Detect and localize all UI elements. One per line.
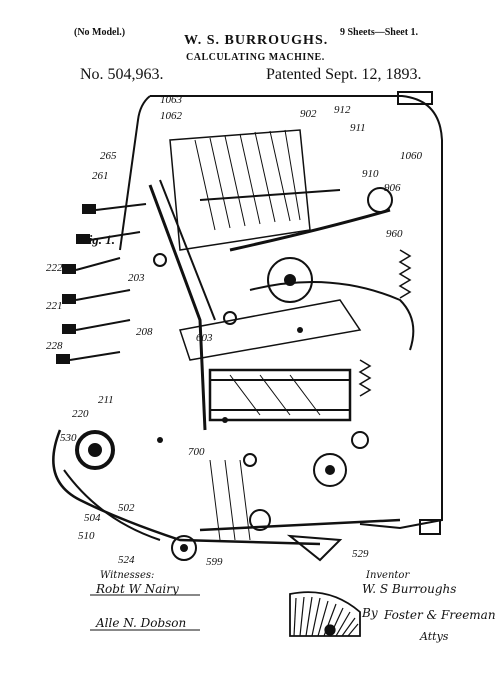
ref-numeral: 960 (386, 228, 403, 240)
ref-numeral: 911 (350, 122, 366, 134)
ref-numeral: 524 (118, 554, 135, 566)
inventor-label: Inventor (366, 570, 410, 581)
invention-title: CALCULATING MACHINE. (186, 52, 325, 63)
ref-numeral: 910 (362, 168, 379, 180)
casing-outline (150, 95, 443, 530)
ref-numeral: 530 (60, 432, 77, 444)
detail-figure (289, 591, 361, 637)
ref-numeral: 228 (46, 340, 63, 352)
ref-numeral: 510 (78, 530, 95, 542)
ref-numeral: 222 (46, 262, 63, 274)
inventor-signature: W. S Burroughs (362, 582, 457, 596)
attorney-signature: Foster & Freeman (384, 608, 496, 622)
witness-signature-1: Robt W Nairy (96, 582, 179, 596)
witnesses-label: Witnesses: (100, 570, 155, 581)
sheet-count: 9 Sheets—Sheet 1. (340, 27, 419, 38)
attorneys-label: Attys (420, 630, 449, 643)
ref-numeral: 906 (384, 182, 401, 194)
ref-numeral: 1062 (160, 110, 182, 122)
ref-numeral: 603 (196, 332, 213, 344)
ref-numeral: 1060 (400, 150, 422, 162)
no-model-note: (No Model.) (74, 27, 126, 38)
ref-numeral: 502 (118, 502, 135, 514)
ref-numeral: 912 (334, 104, 351, 116)
patent-number: No. 504,963. (80, 66, 164, 83)
cylinder (208, 368, 352, 422)
patent-date: Patented Sept. 12, 1893. (266, 66, 422, 83)
ref-numeral: 902 (300, 108, 317, 120)
ref-numeral: 1063 (160, 94, 182, 106)
inventor-heading: W. S. BURROUGHS. (184, 33, 329, 48)
ref-numeral: 265 (100, 150, 117, 162)
ref-numeral: 208 (136, 326, 153, 338)
ref-numeral: 220 (72, 408, 89, 420)
by-label: By (362, 606, 378, 620)
ref-numeral: 599 (206, 556, 223, 568)
ref-numeral: 700 (188, 446, 205, 458)
figure-label: Fig. 1. (80, 232, 116, 247)
ref-numeral: 504 (84, 512, 101, 524)
ref-numeral: 203 (128, 272, 145, 284)
ref-numeral: 529 (352, 548, 369, 560)
witness-signature-2: Alle N. Dobson (96, 616, 187, 630)
ref-numeral: 261 (92, 170, 109, 182)
crank-wheel (75, 430, 115, 470)
ref-numeral: 211 (98, 394, 114, 406)
ref-numeral: 221 (46, 300, 63, 312)
